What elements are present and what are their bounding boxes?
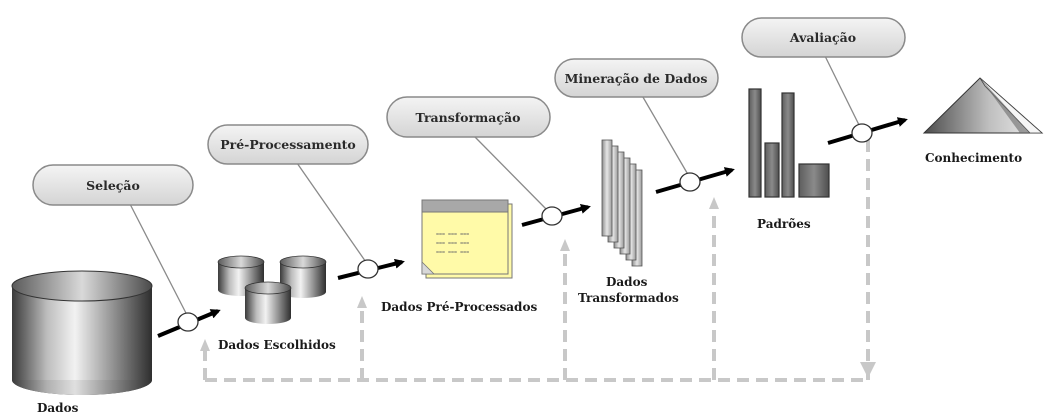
pill-transformacao: Transformação	[386, 96, 551, 138]
pill-avaliacao: Avaliação	[741, 17, 906, 58]
pill-mineracao: Mineração de Dados	[554, 58, 719, 98]
pill-avaliacao-label: Avaliação	[789, 30, 856, 45]
caption-dados-pre-processados: Dados Pré-Processados	[381, 300, 537, 314]
bar-pattern-icon	[748, 88, 830, 198]
feedback-loop	[200, 140, 870, 382]
flow-nodes	[177, 123, 873, 332]
small-cylinders-icon	[217, 255, 327, 324]
caption-dados-transformados-2: Transformados	[578, 291, 679, 305]
pill-mineracao-label: Mineração de Dados	[565, 71, 708, 86]
caption-padroes: Padrões	[757, 217, 811, 231]
caption-dados-escolhidos: Dados Escolhidos	[218, 338, 336, 352]
stacked-panels-icon	[601, 139, 643, 267]
feedback-down-arrow-icon	[860, 362, 876, 378]
pill-selecao: Seleção	[32, 164, 194, 206]
pill-transformacao-label: Transformação	[416, 110, 521, 125]
pyramid-icon	[922, 77, 1044, 134]
svg-text:=== === ===: === === ===	[436, 250, 469, 256]
pill-pre-processamento-label: Pré-Processamento	[220, 137, 356, 152]
caption-dados-transformados-1: Dados	[606, 275, 648, 289]
pill-selecao-label: Seleção	[86, 178, 140, 193]
pill-pre-processamento: Pré-Processamento	[207, 124, 369, 165]
svg-text:=== === ===: === === ===	[436, 241, 469, 247]
svg-text:=== === ===: === === ===	[436, 232, 469, 238]
document-icon: === === === === === === === === ===	[421, 199, 513, 279]
pill-connectors	[129, 55, 863, 318]
caption-dados: Dados	[37, 401, 79, 415]
database-cylinder-icon	[11, 270, 153, 395]
caption-conhecimento: Conhecimento	[925, 151, 1022, 165]
